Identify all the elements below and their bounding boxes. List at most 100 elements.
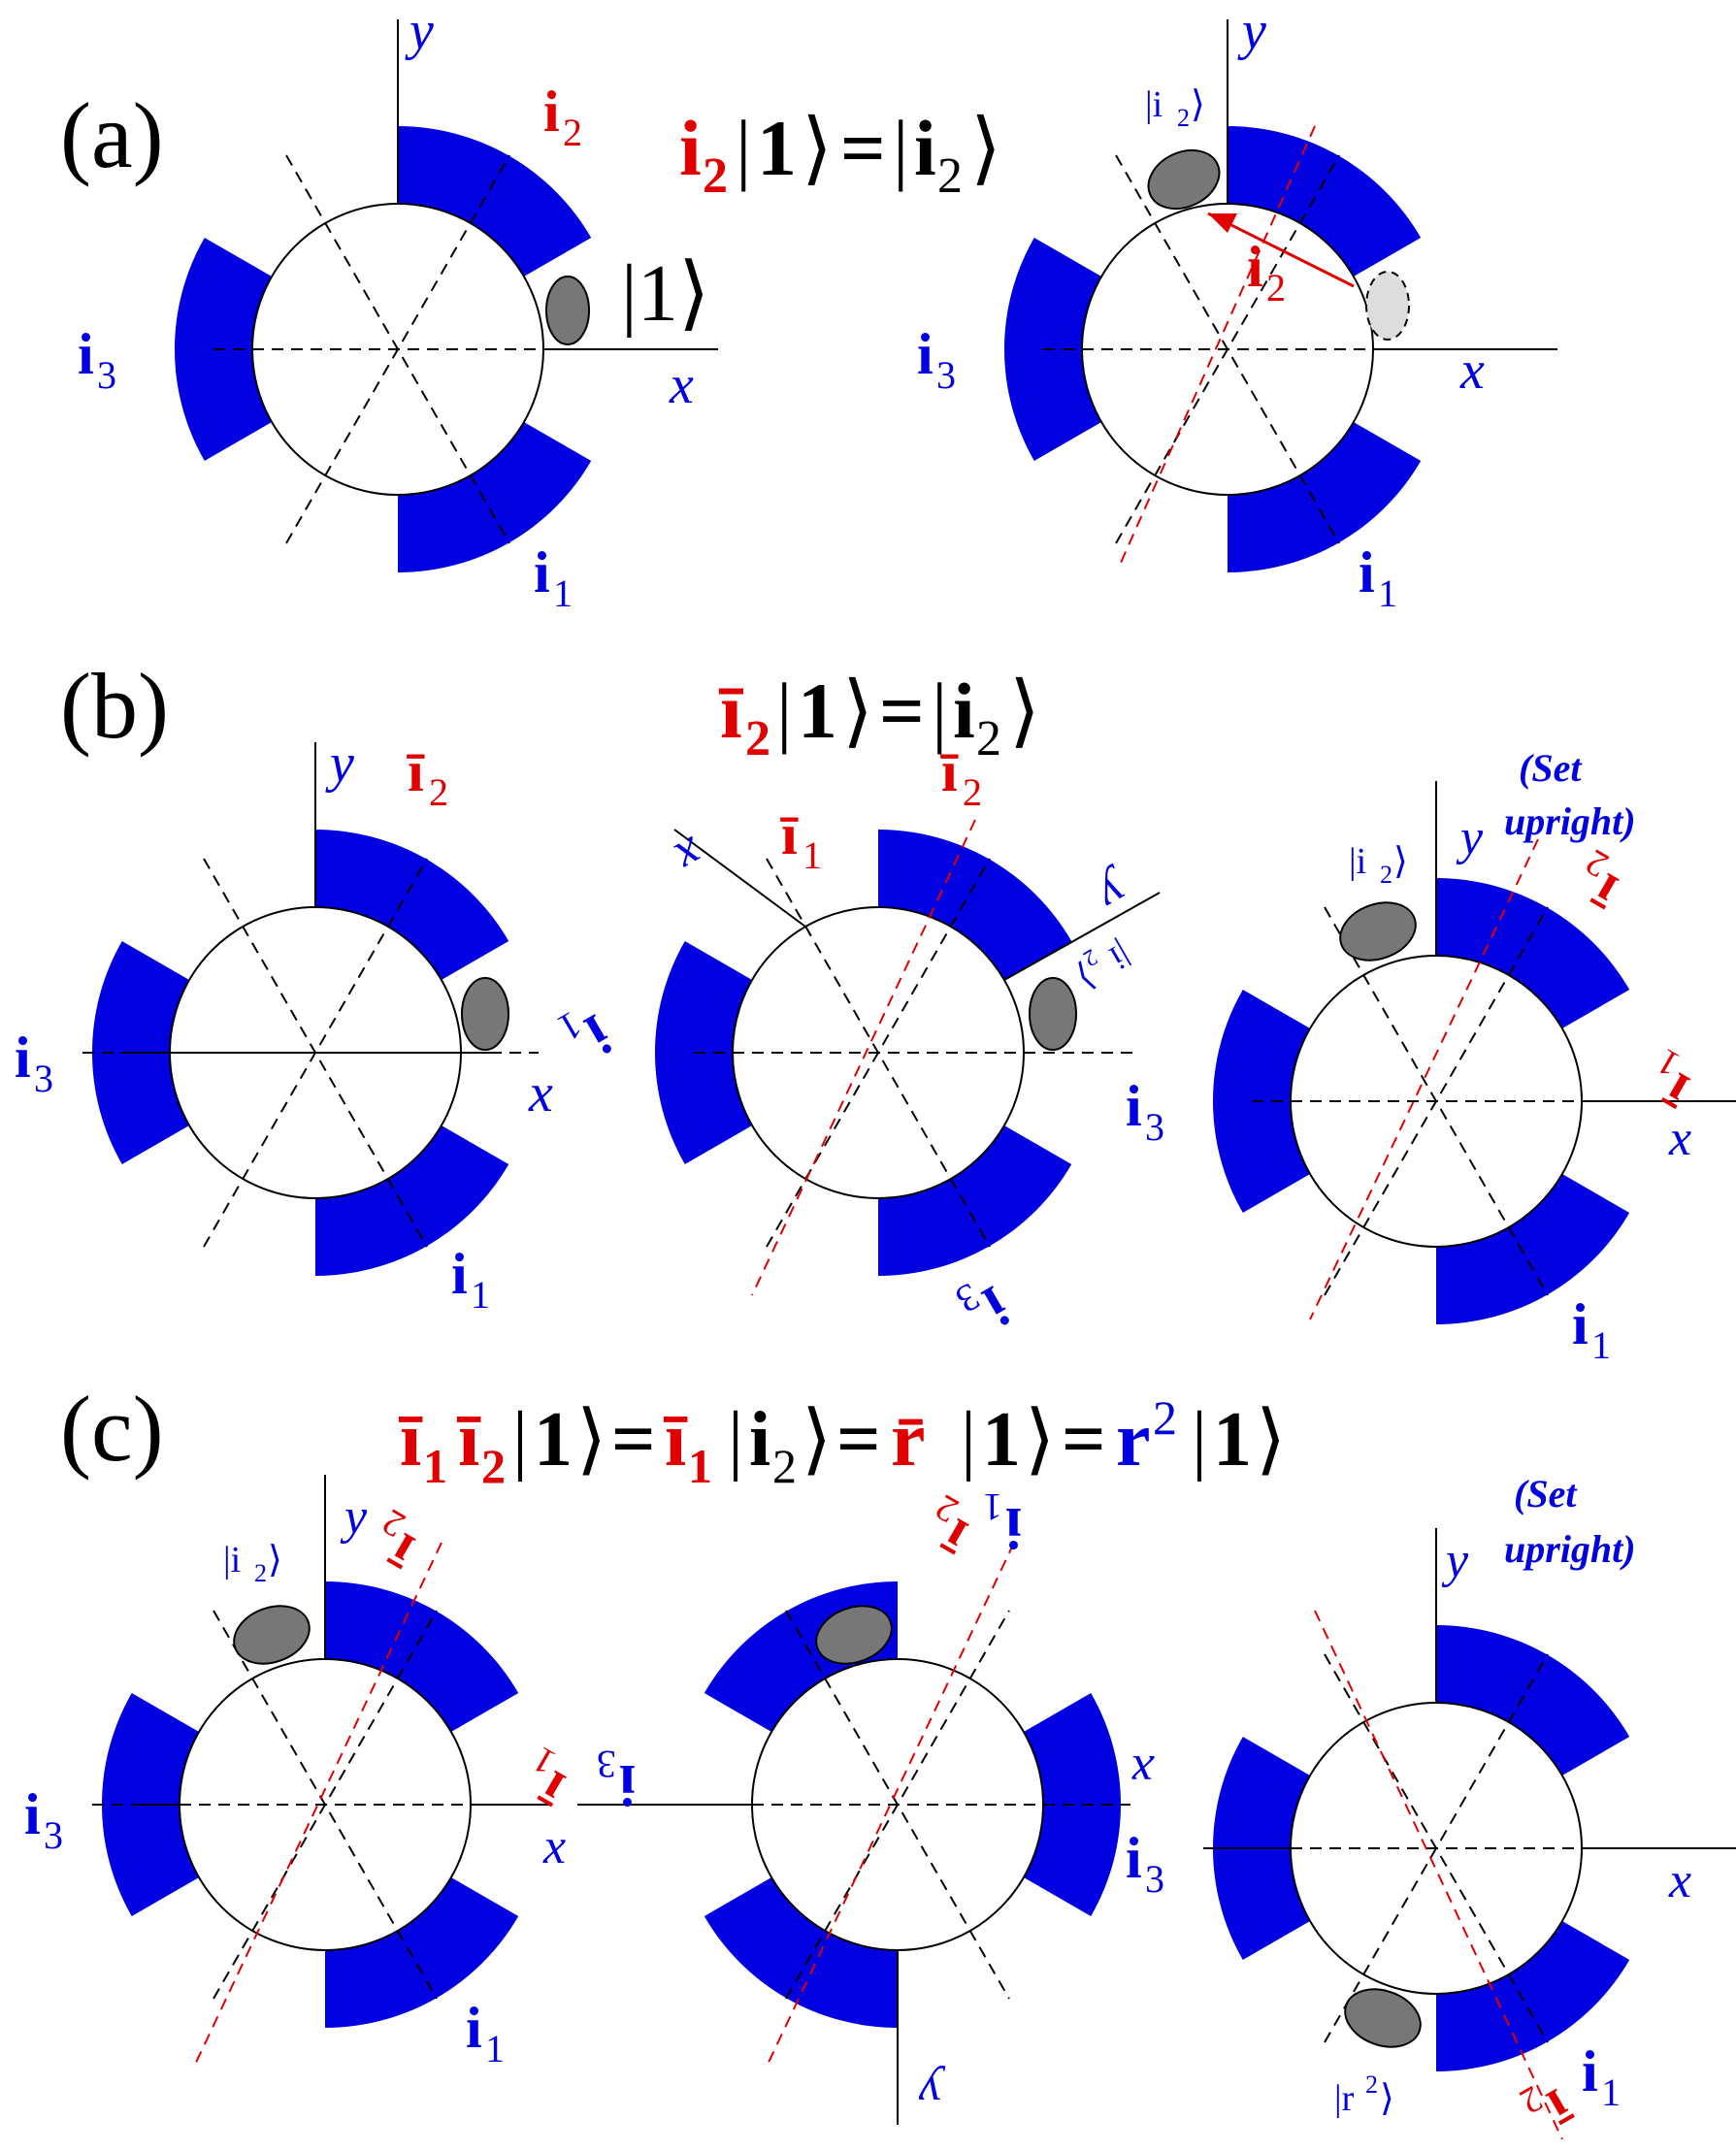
eq-b-ket-op-sub: 2 [976,711,1001,766]
eq-c-p2: ī [456,1397,481,1483]
diagram-c1: y x |i 2 ⟩ i 1 i 3 ī 1 ī 2 [24,1475,574,2070]
dir-i3-sub: 3 [44,1813,63,1857]
eq-b-op-sub: 2 [745,711,770,766]
dir-i3-label: i [917,322,934,386]
diagram-c2: y x i 1 i 3 ī 2 [577,1485,1155,2125]
dir-i2-label: ī [407,739,425,803]
eq-b-bar2: | [932,667,947,755]
dir-i1-sub: 1 [471,1273,490,1317]
ion-icon [815,1605,893,1665]
dir-i3-sub: 3 [1145,1857,1164,1901]
eq-a-rangle2: ⟩ [970,104,1001,192]
eq-c-eq3: = [1062,1397,1106,1483]
dir-i1-sub: 1 [1591,1323,1611,1367]
eq-c-ket4: 1 [1213,1397,1252,1483]
eq-b-ket-op: i [953,667,975,755]
state-ket-i2-sub: 2 [1380,861,1392,889]
note-line1: (Set [1519,746,1583,790]
diagram-b2: ī 1 ī 2 x y |i 2 ⟩ i 1 i 3 [551,739,1161,1338]
state-ket-i2-rangle: ⟩ [268,1540,282,1581]
state-ket-1: |1⟩ [621,248,710,339]
eq-b-eq: = [879,667,925,755]
eq-c-p1: ī [398,1397,423,1483]
eq-c-rangle3: ⟩ [1025,1397,1055,1483]
axis-x-label: x [1668,1111,1691,1166]
eq-a-rangle: ⟩ [802,104,833,192]
dir-i2-label: i [543,80,560,144]
state-ket-r2: |r [1334,2078,1355,2119]
ion-ghost-icon [1365,271,1410,341]
eq-c-bar1: | [512,1397,528,1483]
dir-i3-sub: 3 [597,1743,616,1786]
eq-c-p4: r̄ [891,1397,926,1483]
ibar2-sub: 2 [963,770,982,814]
dir-i3-sub: 3 [34,1057,53,1100]
eq-b-op: ī [718,667,744,755]
panel-c-label: (c) [60,1377,164,1481]
ion-icon [1147,148,1221,211]
dir-i3-label: i [1126,1074,1142,1138]
axis-x-label: x [669,355,694,415]
dir-i1-label: i [1005,1496,1022,1560]
ion-icon [461,977,509,1051]
eq-a-ket: 1 [757,104,797,192]
note-line1: (Set [1514,1472,1578,1515]
eq-a-ket-op: i [914,104,936,192]
axis-y-label: y [325,733,354,794]
dir-i1-sub: 1 [1601,2070,1621,2114]
eq-c-ket3: 1 [982,1397,1021,1483]
note-line2: upright) [1504,1527,1636,1571]
eq-c-bar2: | [728,1397,743,1483]
dir-i3-label: i [15,1026,31,1090]
dir-i3-sub: 3 [97,353,116,397]
axis-y-label: y [1089,862,1141,924]
eq-c-eq2: = [836,1397,881,1483]
diagram-a1: y x i 2 i 1 i 3 |1⟩ [78,1,718,615]
eq-a-op: i [679,104,702,192]
state-ket-i2: |i [223,1540,241,1581]
state-ket-r2-rangle: ⟩ [1380,2078,1394,2119]
ibar2-label: ī [940,739,959,803]
state-ket-i2: |i [1349,841,1366,882]
diagram-b3: y x (Set upright) |i 2 ⟩ i 1 i 3 ī 1 ī 2 [1126,746,1736,1367]
axis-y-label: y [1456,810,1484,865]
axis-y-label: y [405,1,434,61]
eq-b-rangle2: ⟩ [1009,667,1040,755]
dir-i3-label: i [619,1753,636,1817]
state-ket-i2-sub: 2 [254,1559,267,1587]
panel-b-label: (b) [60,654,169,758]
axis-x-label: x [1131,1744,1155,1800]
eq-c-ket2-sub: 2 [772,1439,797,1493]
panel-a-equation: i 2 | 1 ⟩ = | i 2 ⟩ [679,104,1001,204]
dir-i1-sub: 1 [983,1485,1002,1529]
dir-i3-label: i [78,322,94,386]
dir-i3-label: i [1126,1826,1142,1890]
dir-i1-label: i [1359,540,1375,604]
ion-icon [1029,977,1077,1051]
eq-a-eq: = [840,104,886,192]
eq-c-p2-sub: 2 [481,1439,506,1493]
dir-i1-label: i [466,1996,482,2060]
axis-x-label: x [1459,341,1485,401]
note-line2: upright) [1504,799,1636,843]
eq-c-p5-sup: 2 [1153,1390,1177,1445]
axis-y-label: y [1237,1,1266,61]
eq-a-bar2: | [893,104,908,192]
ion-icon [1339,901,1417,961]
panel-b-equation: ī 2 | 1 ⟩ = | i 2 ⟩ [718,667,1040,766]
dir-i2-sub: 2 [563,111,582,154]
eq-c-p3: ī [663,1397,688,1483]
dir-i1-sub: 1 [1378,571,1397,615]
eq-c-p3-sub: 1 [688,1439,712,1493]
ibar1-label: ī [780,802,799,866]
eq-c-bar4: | [1192,1397,1207,1483]
state-ket-i2: |i [1103,935,1137,977]
diagram-c3: y x (Set upright) |r 2 ⟩ i 1 i 3 ī 2 [1126,1472,1736,2140]
axis-x-label: x [1668,1853,1691,1908]
axis-x-label: x [542,1819,566,1874]
dir-i2-sub: 2 [429,770,448,814]
eq-b-ket: 1 [798,667,837,755]
axis-y-label: y [340,1489,368,1545]
dir-i3-sub: 3 [1145,1105,1164,1149]
